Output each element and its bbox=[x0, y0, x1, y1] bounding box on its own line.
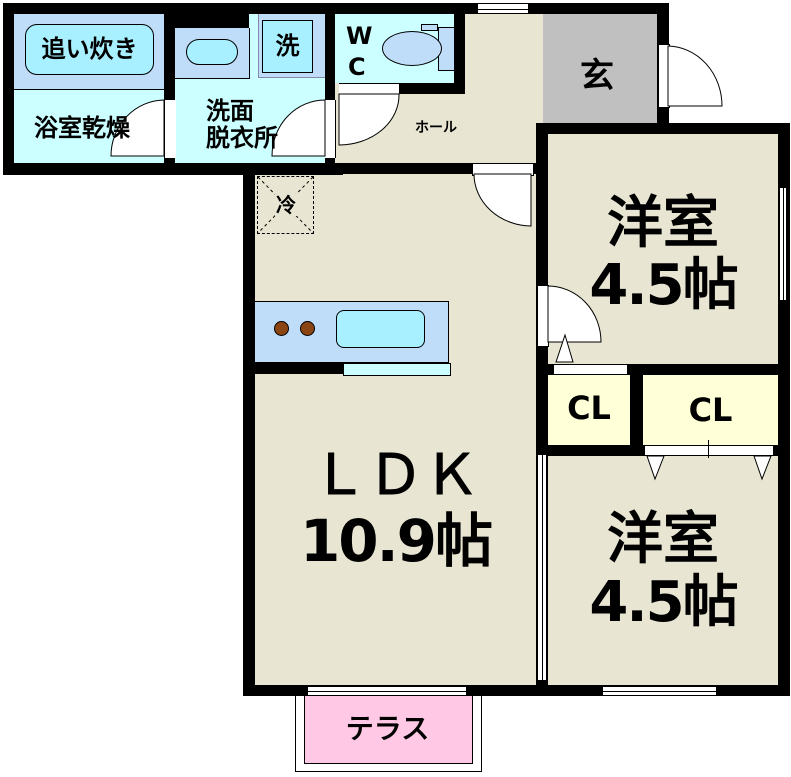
closet-door[interactable] bbox=[553, 364, 628, 375]
wc-label-line1: W bbox=[346, 22, 373, 50]
wall bbox=[243, 163, 255, 695]
wall bbox=[454, 14, 465, 94]
fridge-label-bg bbox=[275, 194, 297, 216]
wall bbox=[399, 83, 465, 94]
wall bbox=[3, 3, 543, 14]
stove-burner-icon bbox=[300, 321, 315, 336]
wall bbox=[164, 3, 175, 175]
wall bbox=[536, 364, 790, 375]
bedroom2-label-line1: 洋室 bbox=[607, 507, 719, 572]
closet2-floor bbox=[643, 375, 778, 445]
washroom-label-line1: 洗面 bbox=[206, 97, 254, 125]
closet1-label: CL bbox=[567, 389, 611, 427]
bath-label: 浴室乾燥 bbox=[34, 114, 130, 142]
closet-door-divider bbox=[708, 440, 709, 458]
terrace-label: テラス bbox=[345, 712, 430, 745]
window bbox=[603, 686, 716, 696]
ldk-door-gap bbox=[472, 163, 534, 176]
wall bbox=[530, 3, 669, 14]
wall bbox=[325, 3, 335, 175]
window bbox=[537, 455, 547, 680]
vanity-basin-icon bbox=[186, 39, 238, 65]
wc-door-gap bbox=[339, 83, 399, 96]
wall bbox=[175, 14, 249, 28]
bedroom2-floor bbox=[548, 455, 778, 685]
wall bbox=[255, 362, 343, 374]
hall-label: ホール bbox=[415, 120, 457, 136]
fridge-space bbox=[257, 176, 314, 234]
terrace-floor bbox=[304, 692, 473, 764]
wall bbox=[243, 685, 790, 696]
washer-icon bbox=[262, 20, 313, 73]
entrance-label: 玄 bbox=[580, 56, 614, 96]
bedroom2-label-line2: 4.5帖 bbox=[589, 570, 738, 635]
fridge-label: 冷 bbox=[276, 193, 296, 217]
bath-door-gap bbox=[164, 100, 176, 158]
wall bbox=[536, 123, 790, 134]
ldk-floor bbox=[255, 174, 536, 685]
toilet-lid-icon bbox=[421, 24, 438, 31]
reheat-label: 追い炊き bbox=[41, 35, 138, 63]
washer-label: 洗 bbox=[275, 32, 300, 60]
counter-opening bbox=[343, 363, 451, 376]
reheat-badge bbox=[25, 24, 154, 75]
closet1-floor bbox=[548, 375, 630, 445]
wall bbox=[243, 163, 548, 174]
closet-door[interactable] bbox=[644, 445, 774, 456]
entrance-floor bbox=[543, 14, 657, 123]
washroom-label-line2: 脱衣所 bbox=[206, 124, 278, 152]
ldk-label-line2: 10.9帖 bbox=[299, 507, 493, 575]
wall bbox=[630, 364, 643, 456]
bedroom1-label-line2: 4.5帖 bbox=[589, 253, 738, 318]
window bbox=[308, 686, 466, 696]
kitchen-sink-icon bbox=[336, 310, 425, 348]
washroom-door-gap bbox=[325, 100, 336, 158]
window bbox=[478, 3, 528, 14]
wall bbox=[3, 3, 14, 175]
entrance-door-gap bbox=[658, 44, 670, 108]
closet2-label: CL bbox=[688, 391, 733, 429]
toilet-bowl-icon bbox=[382, 31, 442, 66]
stove-burner-icon bbox=[274, 321, 289, 336]
bedroom1-label-line1: 洋室 bbox=[607, 191, 719, 256]
ldk-label-line1: ＬＤＫ bbox=[311, 443, 480, 508]
wc-label-line2: C bbox=[348, 53, 366, 81]
window bbox=[779, 188, 787, 300]
